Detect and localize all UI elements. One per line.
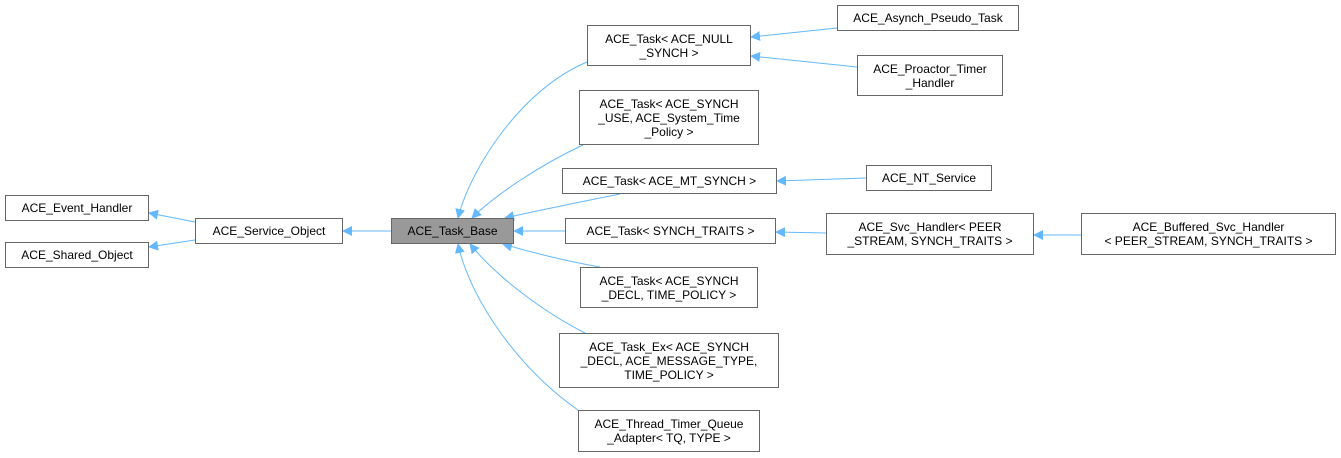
- node-label: _DECL, TIME_POLICY >: [601, 287, 737, 302]
- node-ace-service-object[interactable]: ACE_Service_Object: [195, 218, 343, 244]
- node-ace-thread-timer-queue-adapter[interactable]: ACE_Thread_Timer_Queue_Adapter< TQ, TYPE…: [578, 410, 760, 452]
- node-label: ACE_Thread_Timer_Queue: [594, 417, 744, 431]
- node-label: < PEER_STREAM, SYNCH_TRAITS >: [1104, 234, 1313, 248]
- edge-mt-to-taskbase: [504, 193, 621, 221]
- node-label: _SYNCH >: [639, 45, 699, 60]
- node-label: ACE_Task< ACE_MT_SYNCH >: [582, 174, 757, 188]
- node-label: ACE_Asynch_Pseudo_Task: [853, 11, 1003, 25]
- node-label: TIME_POLICY >: [624, 367, 714, 382]
- node-label: ACE_Task< ACE_SYNCH: [599, 96, 739, 111]
- node-ace-asynch-pseudo-task[interactable]: ACE_Asynch_Pseudo_Task: [837, 5, 1019, 31]
- edge-timer-to-taskbase: [455, 243, 579, 411]
- node-ace-shared-object[interactable]: ACE_Shared_Object: [5, 242, 149, 268]
- node-label: ACE_Task< ACE_SYNCH: [599, 273, 739, 288]
- node-label: ACE_Task_Ex< ACE_SYNCH: [589, 339, 749, 354]
- node-label: _Handler: [905, 75, 955, 90]
- node-ace-task-null-synch[interactable]: ACE_Task< ACE_NULL_SYNCH >: [587, 25, 751, 66]
- node-ace-buffered-svc-handler[interactable]: ACE_Buffered_Svc_Handler< PEER_STREAM, S…: [1081, 213, 1336, 255]
- node-label: ACE_Task< SYNCH_TRAITS >: [586, 224, 755, 238]
- node-ace-nt-service[interactable]: ACE_NT_Service: [866, 165, 992, 191]
- node-label: _Policy >: [644, 124, 694, 139]
- node-ace-event-handler[interactable]: ACE_Event_Handler: [5, 195, 149, 221]
- node-ace-svc-handler[interactable]: ACE_Svc_Handler< PEER_STREAM, SYNCH_TRAI…: [826, 213, 1034, 255]
- node-label: ACE_Proactor_Timer: [873, 61, 987, 76]
- node-label: ACE_Task< ACE_NULL: [605, 31, 733, 46]
- edge-svc-to-traits: [775, 227, 827, 238]
- node-label: _STREAM, SYNCH_TRAITS >: [847, 234, 1013, 248]
- node-ace-proactor-timer-handler[interactable]: ACE_Proactor_Timer_Handler: [857, 55, 1003, 96]
- node-label: _DECL, ACE_MESSAGE_TYPE,: [580, 353, 758, 368]
- edge-proactor-to-null: [750, 51, 858, 68]
- node-ace-task-ex[interactable]: ACE_Task_Ex< ACE_SYNCH_DECL, ACE_MESSAGE…: [559, 333, 779, 388]
- edge-decl-to-taskbase: [502, 241, 601, 268]
- node-label: ACE_Buffered_Svc_Handler: [1132, 220, 1285, 234]
- edge-asynch-to-null: [750, 27, 838, 42]
- edge-ex-to-taskbase: [469, 243, 586, 334]
- node-label: _USE, ACE_System_Time: [598, 110, 740, 125]
- edge-service-to-event: [148, 209, 196, 223]
- node-label: ACE_NT_Service: [881, 171, 977, 185]
- node-label: ACE_Task_Base: [407, 224, 498, 238]
- node-ace-task-base-current: ACE_Task_Base: [391, 218, 514, 244]
- edge-nt-to-mt: [776, 175, 867, 186]
- node-ace-task-synch-traits[interactable]: ACE_Task< SYNCH_TRAITS >: [565, 218, 776, 244]
- edge-null-to-taskbase: [455, 61, 588, 219]
- node-ace-task-synch-decl[interactable]: ACE_Task< ACE_SYNCH_DECL, TIME_POLICY >: [580, 267, 758, 308]
- node-label: ACE_Service_Object: [212, 224, 326, 238]
- edge-service-to-shared: [148, 239, 196, 251]
- node-label: ACE_Svc_Handler< PEER: [858, 220, 1002, 234]
- node-label: ACE_Shared_Object: [21, 248, 133, 262]
- node-ace-task-synch-use[interactable]: ACE_Task< ACE_SYNCH_USE, ACE_System_Time…: [579, 90, 759, 145]
- node-label: ACE_Event_Handler: [21, 201, 133, 215]
- edge-synchuse-to-taskbase: [471, 144, 584, 219]
- node-ace-task-mt-synch[interactable]: ACE_Task< ACE_MT_SYNCH >: [562, 168, 777, 194]
- node-label: _Adapter< TQ, TYPE >: [607, 431, 731, 445]
